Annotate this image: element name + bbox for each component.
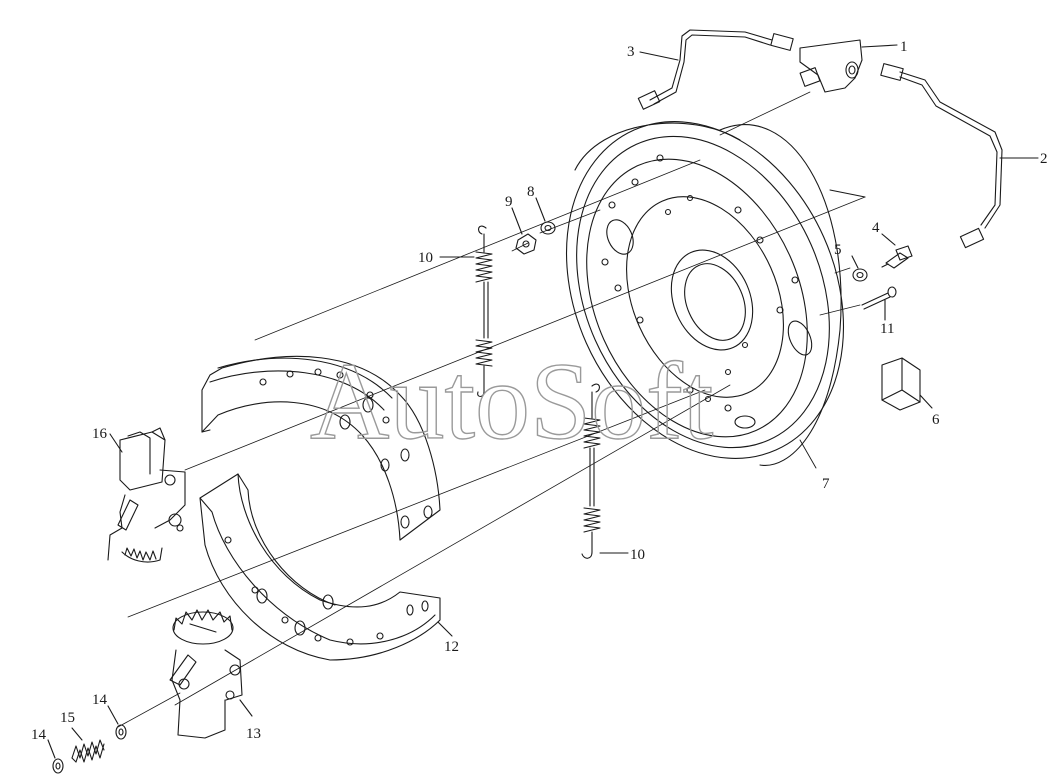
backing-plate [565, 121, 866, 466]
adjuster-spring [71, 727, 105, 763]
nut-hex [511, 207, 537, 255]
label-part-11: 11 [880, 321, 894, 337]
label-part-6: 6 [932, 412, 940, 428]
label-part-12: 12 [444, 639, 459, 655]
brake-shoe-upper [201, 355, 441, 541]
label-part-9: 9 [505, 194, 513, 210]
wheel-cylinder-upper [107, 427, 186, 563]
leader-lines [799, 439, 817, 469]
pin [861, 286, 897, 321]
return-spring-upper [439, 225, 493, 398]
label-part-5: 5 [834, 242, 842, 258]
return-spring-lower [581, 383, 629, 559]
label-part-2: 2 [1040, 151, 1048, 167]
label-part-3: 3 [627, 44, 635, 60]
clip [881, 357, 933, 411]
wheel-cylinder-lower [169, 609, 253, 739]
label-part-15: 15 [60, 710, 75, 726]
label-part-14-left: 14 [31, 727, 47, 743]
label-part-13: 13 [246, 726, 261, 742]
washer [851, 255, 868, 282]
label-part-16: 16 [92, 426, 108, 442]
brake-shoe-lower [199, 473, 453, 661]
brake-pipe-right [880, 63, 1039, 249]
construction-lines [117, 91, 866, 728]
label-part-1: 1 [900, 39, 908, 55]
washer-small-left [47, 739, 64, 774]
tee-fitting [799, 39, 898, 93]
watermark: AutoSoft [310, 340, 713, 462]
washer-small-right [107, 705, 127, 740]
label-part-8: 8 [527, 184, 535, 200]
label-part-10-upper: 10 [418, 250, 433, 266]
label-part-4: 4 [872, 220, 880, 236]
label-part-7: 7 [822, 476, 830, 492]
nut-small [535, 197, 556, 235]
label-part-10-lower: 10 [630, 547, 645, 563]
label-part-14-right: 14 [92, 692, 108, 708]
brake-pipe-left [637, 29, 794, 110]
bolt [881, 233, 913, 269]
